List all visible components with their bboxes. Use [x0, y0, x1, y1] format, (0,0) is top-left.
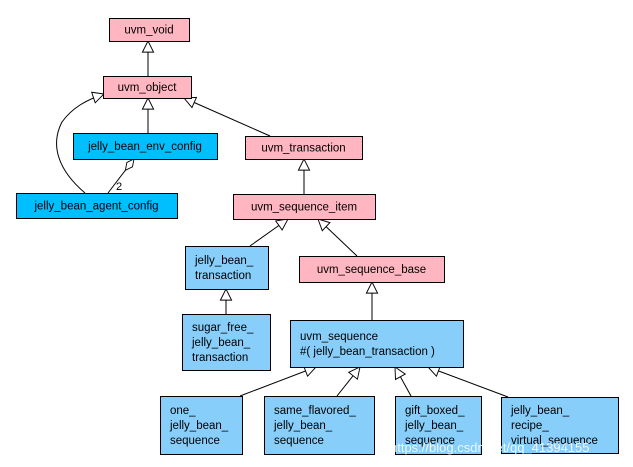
node-same-flavored-jelly-bean-sequence-label-line-0: same_flavored_ — [274, 405, 356, 417]
node-uvm-sequence: uvm_sequence #( jelly_bean_transaction ) — [290, 320, 464, 368]
nodes: uvm_void uvm_object jelly_bean_env_configj… — [16, 18, 619, 455]
edge-jelly-bean-transaction-to-sequence-item — [249, 219, 288, 247]
node-jelly-bean-recipe-virtual-sequence-box — [501, 397, 619, 454]
node-uvm-transaction: uvm_transaction — [245, 136, 363, 160]
node-jelly-bean-transaction-label-line-0: jelly_bean_ — [194, 255, 254, 267]
node-uvm-sequence-label-line-0: uvm_sequence — [300, 331, 378, 343]
node-gift-boxed-jelly-bean-sequence-box — [395, 396, 482, 455]
node-gift-boxed-jelly-bean-sequence-label-line-2: sequence — [405, 435, 455, 447]
edge-same-flavored-to-uvm-sequence — [336, 367, 360, 397]
edge-agent-config-aggregation-env-config — [107, 159, 134, 194]
node-uvm-void-box — [109, 18, 190, 42]
node-jelly-bean-env-config-box — [73, 133, 218, 160]
edges — [56, 41, 509, 398]
edge-sequence-base-to-sequence-item — [318, 219, 358, 257]
watermark-text: https://blog.csdn.net/qq_41394155 — [390, 440, 590, 455]
node-sugar-free-jelly-bean-transaction-label-line-0: sugar_free_ — [192, 322, 254, 334]
node-same-flavored-jelly-bean-sequence-box — [264, 396, 375, 455]
node-uvm-void: uvm_void — [109, 18, 190, 42]
node-uvm-sequence-base: uvm_sequence_base — [299, 256, 445, 283]
node-uvm-sequence-base-label-line-0: uvm_sequence_base — [317, 264, 426, 276]
node-uvm-transaction-box — [245, 136, 363, 160]
node-jelly-bean-agent-config-label-line-0: jelly_bean_agent_config — [33, 201, 158, 213]
node-gift-boxed-jelly-bean-sequence-label-line-1: jelly_bean_ — [404, 420, 464, 432]
node-one-jelly-bean-sequence-label-line-1: jelly_bean_ — [169, 420, 229, 432]
aggregation-multiplicity: 2 — [116, 181, 122, 193]
node-jelly-bean-recipe-virtual-sequence-label-line-1: recipe_ — [511, 420, 549, 432]
node-same-flavored-jelly-bean-sequence-label-line-2: sequence — [274, 435, 324, 447]
node-jelly-bean-recipe-virtual-sequence-label-line-0: jelly_bean_ — [510, 405, 570, 417]
node-one-jelly-bean-sequence-label-line-2: sequence — [170, 435, 220, 447]
node-uvm-sequence-box — [290, 320, 464, 368]
node-uvm-sequence-item: uvm_sequence_item — [233, 194, 376, 220]
node-jelly-bean-transaction-box — [185, 246, 269, 290]
node-uvm-sequence-item-box — [233, 194, 376, 220]
node-uvm-object: uvm_object — [103, 76, 192, 99]
node-jelly-bean-env-config-label-line-0: jelly_bean_env_config — [87, 141, 202, 153]
node-jelly-bean-agent-config-box — [16, 193, 178, 219]
edge-uvm-transaction-to-uvm-object — [184, 98, 271, 137]
node-sugar-free-jelly-bean-transaction-label-line-1: jelly_bean_ — [191, 337, 251, 349]
node-uvm-sequence-item-label-line-0: uvm_sequence_item — [251, 202, 357, 214]
node-same-flavored-jelly-bean-sequence-label-line-1: jelly_bean_ — [273, 420, 333, 432]
node-gift-boxed-jelly-bean-sequence-label-line-0: gift_boxed_ — [405, 405, 465, 417]
node-uvm-transaction-label-line-0: uvm_transaction — [261, 143, 345, 155]
node-one-jelly-bean-sequence: one_ jelly_bean_ sequence — [160, 396, 243, 455]
node-jelly-bean-transaction-label-line-1: transaction — [195, 270, 251, 282]
node-uvm-sequence-base-box — [299, 256, 445, 283]
edge-agent-config-to-uvm-object — [56, 94, 104, 194]
node-jelly-bean-recipe-virtual-sequence: jelly_bean_ recipe_ virtual_sequence — [501, 397, 619, 454]
node-jelly-bean-env-config: jelly_bean_env_config — [73, 133, 218, 160]
node-one-jelly-bean-sequence-box — [160, 396, 243, 455]
node-same-flavored-jelly-bean-sequence: same_flavored_ jelly_bean_ sequence — [264, 396, 375, 455]
node-uvm-object-box — [103, 76, 192, 99]
edge-recipe-virtual-to-uvm-sequence — [428, 367, 509, 398]
node-sugar-free-jelly-bean-transaction-label-line-2: transaction — [192, 352, 248, 364]
node-one-jelly-bean-sequence-label-line-0: one_ — [170, 405, 196, 417]
node-jelly-bean-agent-config: jelly_bean_agent_config — [16, 193, 178, 219]
node-jelly-bean-recipe-virtual-sequence-label-line-2: virtual_sequence — [511, 435, 598, 447]
node-uvm-void-label-line-0: uvm_void — [124, 25, 173, 37]
node-uvm-sequence-label-line-1: #( jelly_bean_transaction ) — [300, 346, 435, 358]
node-jelly-bean-transaction: jelly_bean_ transaction — [185, 246, 269, 290]
node-sugar-free-jelly-bean-transaction: sugar_free_ jelly_bean_ transaction — [182, 314, 271, 371]
node-sugar-free-jelly-bean-transaction-box — [182, 314, 271, 371]
edge-one-sequence-to-uvm-sequence — [239, 367, 316, 397]
node-gift-boxed-jelly-bean-sequence: gift_boxed_ jelly_bean_ sequence — [395, 396, 482, 455]
edge-gift-boxed-to-uvm-sequence — [395, 367, 412, 397]
node-uvm-object-label-line-0: uvm_object — [118, 82, 178, 94]
